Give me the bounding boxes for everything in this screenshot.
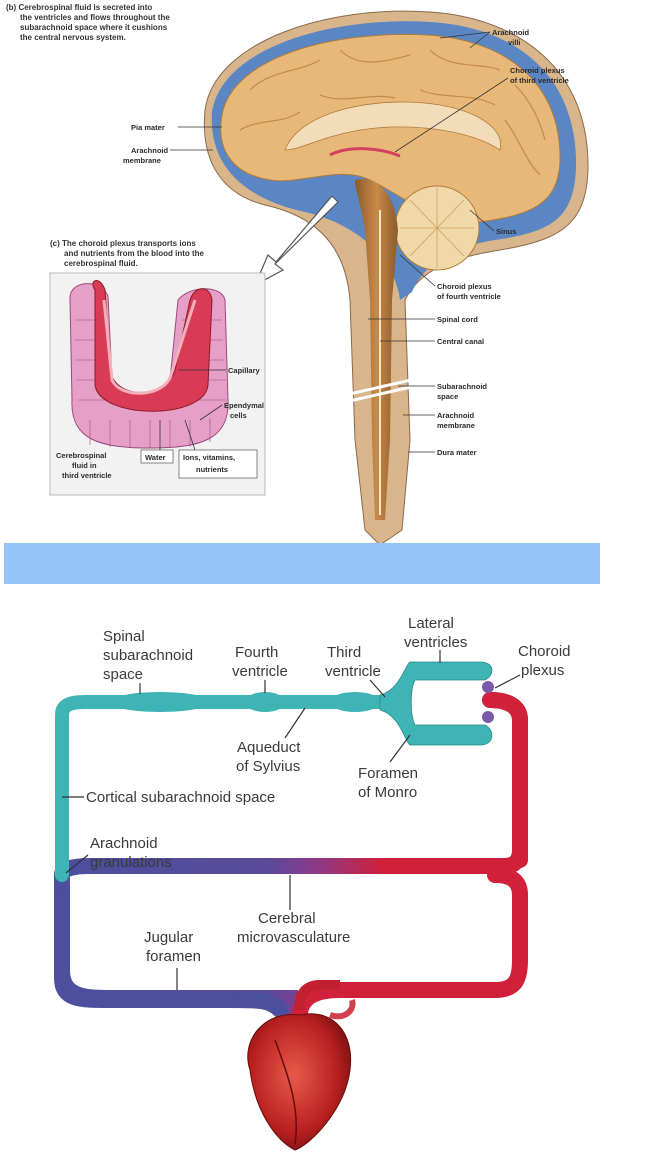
label-fourth-ventricle-1: Fourth [235, 644, 278, 661]
break-mark [344, 376, 421, 404]
label-fourth-ventricle-2: ventricle [232, 663, 288, 680]
lateral-ventricles [379, 661, 493, 746]
choroid-inset: Capillary Ependymal cells Cerebrospinal … [49, 272, 266, 496]
label-arachnoid-membrane-bottom-1: Arachnoid [437, 411, 475, 420]
leader-choroid-fourth [399, 254, 436, 287]
label-spinal-cord: Spinal cord [437, 315, 478, 324]
caption-c-line-1: (c) The choroid plexus transports ions [50, 239, 196, 248]
label-csf-third-3: third ventricle [62, 471, 112, 480]
caption-b: (b) Cerebrospinal fluid is secreted into… [6, 3, 170, 42]
capillary-lumen [102, 299, 197, 395]
label-pia-mater: Pia mater [131, 123, 165, 132]
separator-band [4, 543, 600, 584]
caption-b-line-1: (b) Cerebrospinal fluid is secreted into [6, 3, 152, 12]
label-choroid-plexus-1: Choroid [518, 643, 571, 660]
gyri [239, 49, 546, 176]
label-choroid-third-2: of third ventricle [510, 76, 569, 85]
label-choroid-plexus-2: plexus [521, 662, 564, 679]
spinal-subarachnoid-bulge [110, 692, 210, 712]
corpus-callosum [284, 101, 502, 151]
label-cerebral-microvasculature-2: microvasculature [237, 929, 350, 946]
label-ependymal-2: cells [230, 411, 247, 420]
choroid-plexus-lower [482, 711, 494, 723]
label-choroid-third-1: Choroid plexus [510, 66, 565, 75]
leader-choroid-plexus [494, 674, 521, 689]
label-ions-2: nutrients [196, 465, 228, 474]
label-lateral-ventricles-1: Lateral [408, 615, 454, 632]
third-ventricle-bulge [330, 692, 380, 712]
label-csf-third-2: fluid in [72, 461, 97, 470]
label-arachnoid-villi-2: villi [508, 38, 521, 47]
caption-b-line-2: the ventricles and flows throughout the [20, 13, 170, 22]
capillary [92, 280, 213, 412]
label-cerebral-microvasculature-1: Cerebral [258, 910, 316, 927]
spinal-cord [355, 179, 398, 521]
water-box [140, 449, 174, 464]
leader-choroid-third [394, 77, 509, 153]
circulation-diagram: Spinal subarachnoid space Fourth ventric… [54, 615, 571, 1151]
label-subarachnoid-space-2: space [437, 392, 458, 401]
label-ions-1: Ions, vitamins, [183, 453, 235, 462]
label-third-ventricle-2: ventricle [325, 663, 381, 680]
label-choroid-fourth-2: of fourth ventricle [437, 292, 501, 301]
label-ependymal-1: Ependymal [224, 401, 264, 410]
label-jugular-foramen-1: Jugular [144, 929, 193, 946]
label-arachnoid-membrane-bottom-2: membrane [437, 421, 475, 430]
label-spinal-subarachnoid-2: subarachnoid [103, 647, 193, 664]
label-central-canal: Central canal [437, 337, 484, 346]
leader-ependymal [199, 404, 223, 421]
zoom-arrow [253, 195, 339, 287]
leader-arachnoid-villi [439, 31, 491, 49]
label-spinal-subarachnoid-1: Spinal [103, 628, 145, 645]
caption-c-line-3: cerebrospinal fluid. [64, 259, 138, 268]
label-choroid-fourth-1: Choroid plexus [437, 282, 492, 291]
label-arachnoid-villi-1: Arachnoid [492, 28, 530, 37]
label-sinus: Sinus [496, 227, 516, 236]
cerebrum [220, 33, 561, 224]
label-spinal-subarachnoid-3: space [103, 666, 143, 683]
caption-c: (c) The choroid plexus transports ions a… [50, 239, 205, 268]
csf-pathway [55, 695, 402, 882]
leader-sinus [469, 209, 495, 232]
choroid-third-ventricle [329, 147, 401, 158]
caption-b-line-4: the central nervous system. [20, 33, 126, 42]
label-subarachnoid-space-1: Subarachnoid [437, 382, 487, 391]
ions-box [178, 449, 258, 479]
fourth-ventricle-bulge [245, 692, 285, 712]
cerebellum [394, 185, 480, 271]
label-arachnoid-membrane-top-2: membrane [123, 156, 161, 165]
caption-b-line-3: subarachnoid space where it cushions [20, 23, 168, 32]
label-lateral-ventricles-2: ventricles [404, 634, 467, 651]
label-jugular-foramen-2: foramen [146, 948, 201, 965]
label-arachnoid-granulations-1: Arachnoid [90, 835, 158, 852]
label-csf-third-1: Cerebrospinal [56, 451, 106, 460]
label-water: Water [145, 453, 166, 462]
label-capillary: Capillary [228, 366, 261, 375]
label-foramen-monro-1: Foramen [358, 765, 418, 782]
label-foramen-monro-2: of Monro [358, 784, 417, 801]
label-third-ventricle-1: Third [327, 644, 361, 661]
label-aqueduct-2: of Sylvius [236, 758, 300, 775]
blood-loop-lower [54, 892, 288, 1018]
top-labels: Arachnoid villi Choroid plexus of third … [123, 28, 569, 457]
label-aqueduct-1: Aqueduct [237, 739, 301, 756]
caption-c-line-2: and nutrients from the blood into the [64, 249, 205, 258]
blood-loop-right-lower [292, 867, 528, 1023]
label-cortical-subarachnoid: Cortical subarachnoid space [86, 789, 275, 806]
label-arachnoid-granulations-2: granulations [90, 854, 172, 871]
leader-water-ions [159, 419, 196, 451]
leader-aqueduct [284, 707, 306, 739]
blood-to-choroid [482, 692, 528, 868]
leader-foramen-monro [389, 734, 411, 763]
leader-arachnoid-granulations [65, 854, 89, 874]
leader-third-ventricle [369, 679, 386, 698]
brain-illustration [203, 10, 589, 546]
label-dura-mater: Dura mater [437, 448, 477, 457]
heart-illustration [247, 980, 356, 1151]
choroid-plexus-upper [482, 681, 494, 693]
label-arachnoid-membrane-top-1: Arachnoid [131, 146, 169, 155]
